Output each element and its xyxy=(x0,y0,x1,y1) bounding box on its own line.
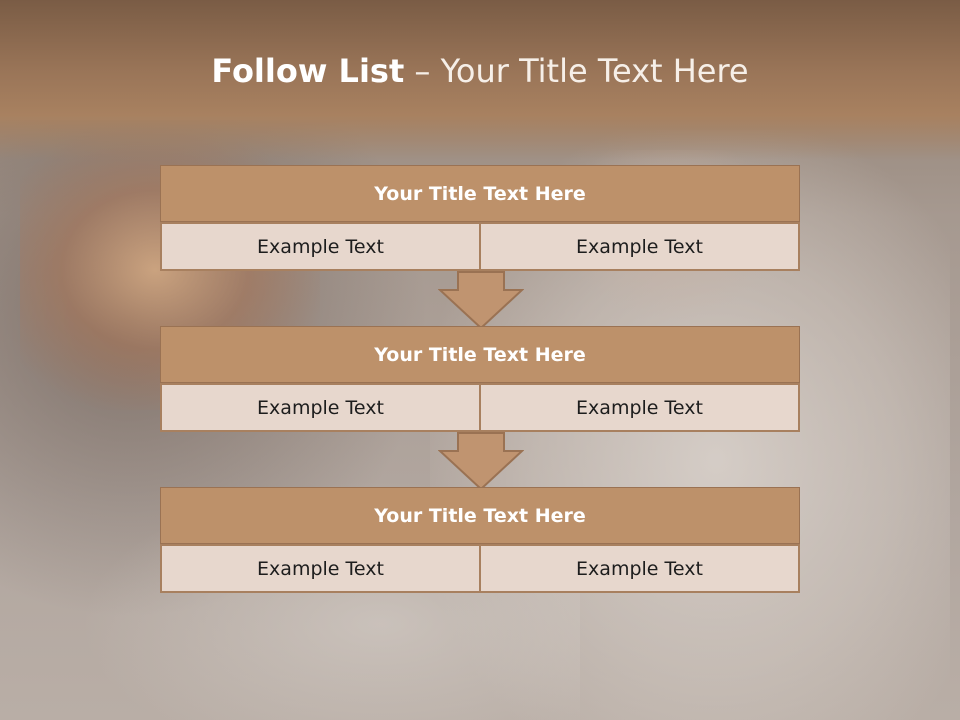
item-3-cell-left: Example Text xyxy=(160,544,481,593)
follow-list-item-1: Your Title Text Here Example Text Exampl… xyxy=(160,165,800,271)
item-1-cell-left: Example Text xyxy=(160,222,481,271)
item-2-cells: Example Text Example Text xyxy=(160,383,800,432)
down-arrow-icon xyxy=(438,271,524,330)
slide-title-bold: Follow List xyxy=(211,52,405,90)
down-arrow-icon xyxy=(438,432,524,491)
item-3-header: Your Title Text Here xyxy=(160,487,800,544)
item-1-cells: Example Text Example Text xyxy=(160,222,800,271)
item-2-header: Your Title Text Here xyxy=(160,326,800,383)
slide-title-rest: – Your Title Text Here xyxy=(404,52,749,90)
item-2-cell-right: Example Text xyxy=(481,383,800,432)
title-band xyxy=(0,0,960,160)
slide-title: Follow List – Your Title Text Here xyxy=(0,52,960,90)
follow-list-item-3: Your Title Text Here Example Text Exampl… xyxy=(160,487,800,593)
item-3-cell-right: Example Text xyxy=(481,544,800,593)
item-2-cell-left: Example Text xyxy=(160,383,481,432)
item-1-cell-right: Example Text xyxy=(481,222,800,271)
item-3-cells: Example Text Example Text xyxy=(160,544,800,593)
item-1-header: Your Title Text Here xyxy=(160,165,800,222)
follow-list-item-2: Your Title Text Here Example Text Exampl… xyxy=(160,326,800,432)
